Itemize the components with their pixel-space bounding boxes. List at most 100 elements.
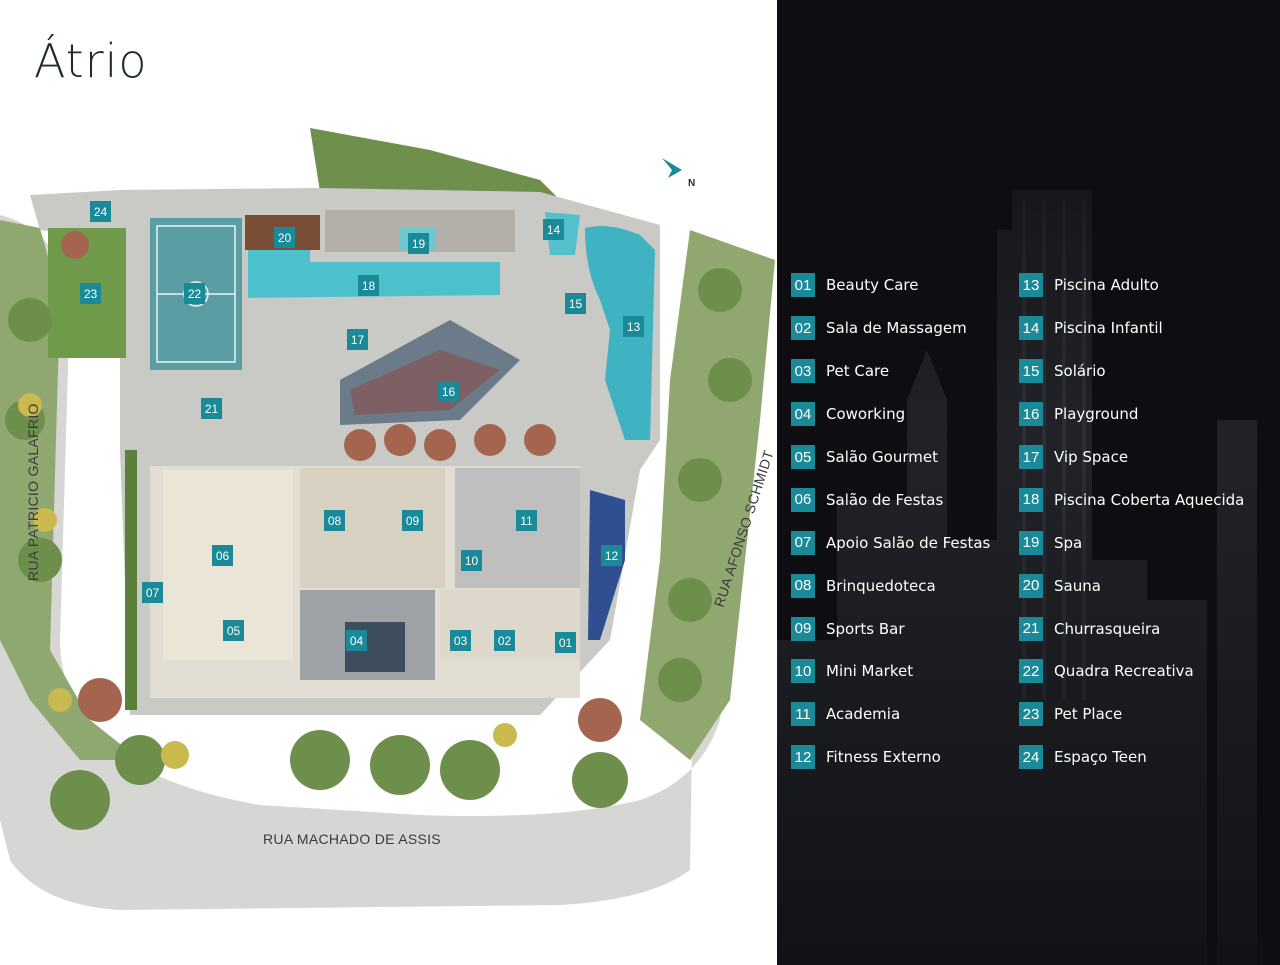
legend-item[interactable]: 14 Piscina Infantil: [1019, 307, 1244, 350]
map-pin-21[interactable]: 21: [201, 398, 222, 419]
legend-number: 14: [1019, 316, 1043, 341]
site-plan-drawing: [0, 128, 775, 910]
legend-number: 12: [791, 745, 815, 770]
map-pin-14[interactable]: 14: [543, 219, 564, 240]
legend-number: 02: [791, 316, 815, 341]
legend-label: Pet Place: [1054, 705, 1123, 724]
legend-label: Vip Space: [1054, 448, 1129, 466]
map-pin-11[interactable]: 11: [516, 510, 537, 531]
map-pin-02[interactable]: 02: [494, 630, 515, 651]
legend-label: Coworking: [826, 405, 906, 424]
map-pin-13[interactable]: 13: [623, 316, 644, 337]
legend-label: Brinquedoteca: [826, 576, 936, 595]
legend-label: Beauty Care: [826, 276, 919, 295]
legend-number: 13: [1019, 273, 1043, 298]
legend-label: Academia: [826, 705, 901, 724]
legend-item[interactable]: 11 Academia: [791, 693, 990, 736]
legend-item[interactable]: 17 Vip Space: [1019, 436, 1244, 479]
map-pin-19[interactable]: 19: [408, 233, 429, 254]
map-pin-05[interactable]: 05: [223, 620, 244, 641]
legend-number: 01: [791, 273, 815, 298]
map-pin-18[interactable]: 18: [358, 275, 379, 296]
map-pin-12[interactable]: 12: [601, 545, 622, 566]
north-arrow-icon: [662, 158, 682, 178]
legend-label: Pet Care: [826, 362, 890, 381]
legend-item[interactable]: 20 Sauna: [1019, 564, 1244, 607]
legend-item[interactable]: 08 Brinquedoteca: [791, 564, 990, 607]
legend-label: Piscina Infantil: [1054, 319, 1163, 338]
legend-item[interactable]: 05 Salão Gourmet: [791, 436, 990, 479]
legend-number: 18: [1019, 487, 1043, 512]
legend-number: 10: [791, 659, 815, 684]
legend-number: 08: [791, 573, 815, 598]
street-label-galafrio: RUA PATRICIO GALAFRIO: [25, 403, 41, 581]
map-pin-04[interactable]: 04: [346, 630, 367, 651]
legend-item[interactable]: 10 Mini Market: [791, 650, 990, 693]
legend-item[interactable]: 06 Salão de Festas: [791, 478, 990, 521]
legend-number: 17: [1019, 445, 1043, 469]
map-pin-03[interactable]: 03: [450, 630, 471, 651]
map-pin-07[interactable]: 07: [142, 582, 163, 603]
map-pin-10[interactable]: 10: [461, 550, 482, 571]
map-pin-23[interactable]: 23: [80, 283, 101, 304]
legend-number: 22: [1019, 659, 1043, 684]
map-pin-20[interactable]: 20: [274, 227, 295, 248]
legend-label: Quadra Recreativa: [1054, 662, 1194, 681]
legend-number: 15: [1019, 359, 1043, 384]
map-pin-17[interactable]: 17: [347, 329, 368, 350]
map-pin-16[interactable]: 16: [438, 381, 459, 402]
legend-number: 09: [791, 616, 815, 641]
legend-item[interactable]: 13 Piscina Adulto: [1019, 264, 1244, 307]
map-pin-22[interactable]: 22: [184, 283, 205, 304]
legend-item[interactable]: 22 Quadra Recreativa: [1019, 650, 1244, 693]
legend-panel: 01 Beauty Care 02 Sala de Massagem 03 Pet C…: [777, 0, 1280, 965]
map-pin-24[interactable]: 24: [90, 201, 111, 222]
legend-item[interactable]: 12 Fitness Externo: [791, 736, 990, 779]
map-pin-06[interactable]: 06: [212, 545, 233, 566]
legend-number: 21: [1019, 616, 1043, 641]
legend-column-1: 01 Beauty Care 02 Sala de Massagem 03 Pet C…: [791, 264, 990, 779]
legend-label: Espaço Teen: [1054, 748, 1147, 767]
legend-item[interactable]: 18 Piscina Coberta Aquecida: [1019, 478, 1244, 521]
map-pin-01[interactable]: 01: [555, 632, 576, 653]
map-pin-15[interactable]: 15: [565, 293, 586, 314]
legend-label: Mini Market: [826, 662, 914, 681]
legend-label: Fitness Externo: [826, 748, 941, 767]
page-title: Átrio: [34, 34, 148, 88]
legend-number: 19: [1019, 530, 1043, 555]
legend-number: 05: [791, 445, 815, 469]
map-pin-09[interactable]: 09: [402, 510, 423, 531]
legend-number: 04: [791, 402, 815, 427]
legend-label: Sala de Massagem: [826, 319, 967, 338]
legend-number: 11: [791, 702, 815, 727]
street-label-machado: RUA MACHADO DE ASSIS: [263, 831, 441, 847]
legend-label: Piscina Coberta Aquecida: [1054, 490, 1245, 509]
city-skyline-background: [777, 0, 1280, 965]
legend-number: 03: [791, 359, 815, 384]
legend-label: Sauna: [1054, 576, 1101, 595]
legend-label: Apoio Salão de Festas: [826, 533, 991, 552]
legend-label: Spa: [1054, 533, 1083, 552]
north-label: N: [688, 178, 696, 189]
legend-item[interactable]: 02 Sala de Massagem: [791, 307, 990, 350]
legend-label: Piscina Adulto: [1054, 276, 1159, 295]
map-pin-08[interactable]: 08: [324, 510, 345, 531]
legend-item[interactable]: 19 Spa: [1019, 521, 1244, 564]
legend-item[interactable]: 03 Pet Care: [791, 350, 990, 393]
legend-number: 20: [1019, 573, 1043, 598]
legend-label: Salão Gourmet: [826, 448, 938, 466]
legend-number: 06: [791, 487, 815, 512]
legend-item[interactable]: 04 Coworking: [791, 393, 990, 436]
legend-label: Churrasqueira: [1054, 619, 1161, 638]
legend-item[interactable]: 01 Beauty Care: [791, 264, 990, 307]
legend-label: Salão de Festas: [826, 490, 944, 509]
legend-number: 16: [1019, 402, 1043, 427]
legend-item[interactable]: 21 Churrasqueira: [1019, 607, 1244, 650]
